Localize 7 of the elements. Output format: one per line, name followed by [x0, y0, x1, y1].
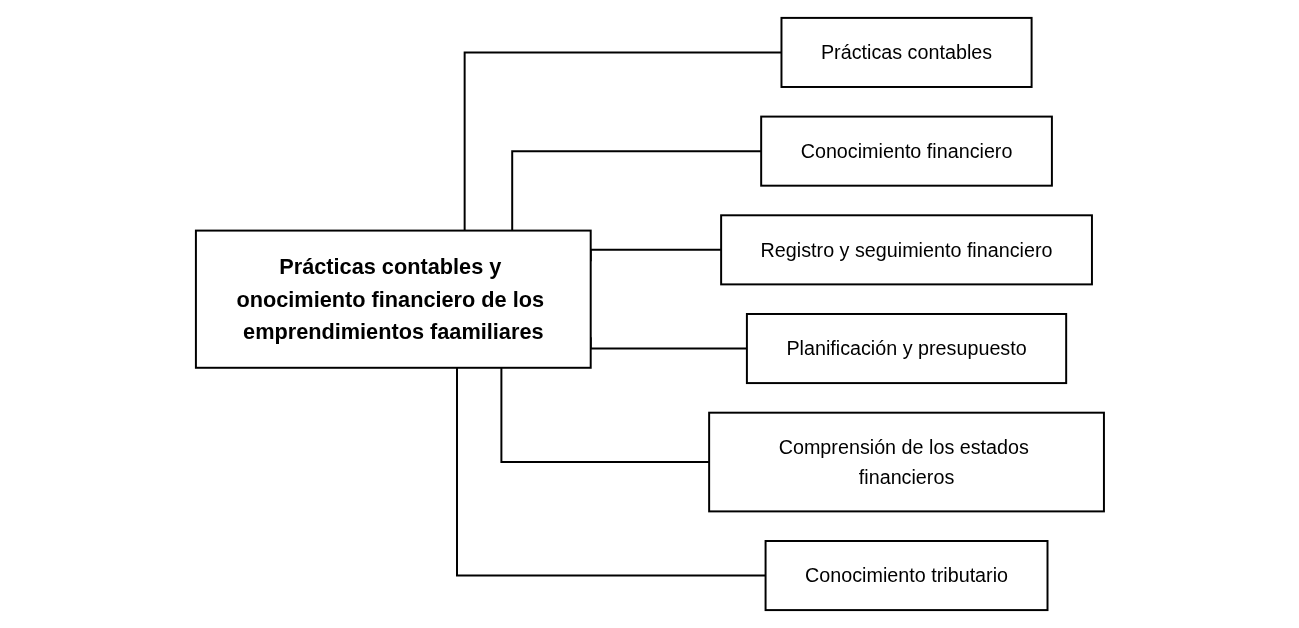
node-box: Conocimiento financiero: [759, 115, 1053, 187]
node-box: Prácticas contables y onocimiento financiero de los emprendimientos faamiliares: [194, 229, 592, 369]
node-box: Registro y seguimiento financiero: [719, 214, 1093, 286]
node-box: Prácticas contables: [780, 16, 1033, 88]
node-box: Conocimiento tributario: [764, 540, 1049, 612]
node-box: Planificación y presupuesto: [745, 313, 1067, 385]
node-box: Comprensión de los estados financieros: [707, 411, 1105, 513]
